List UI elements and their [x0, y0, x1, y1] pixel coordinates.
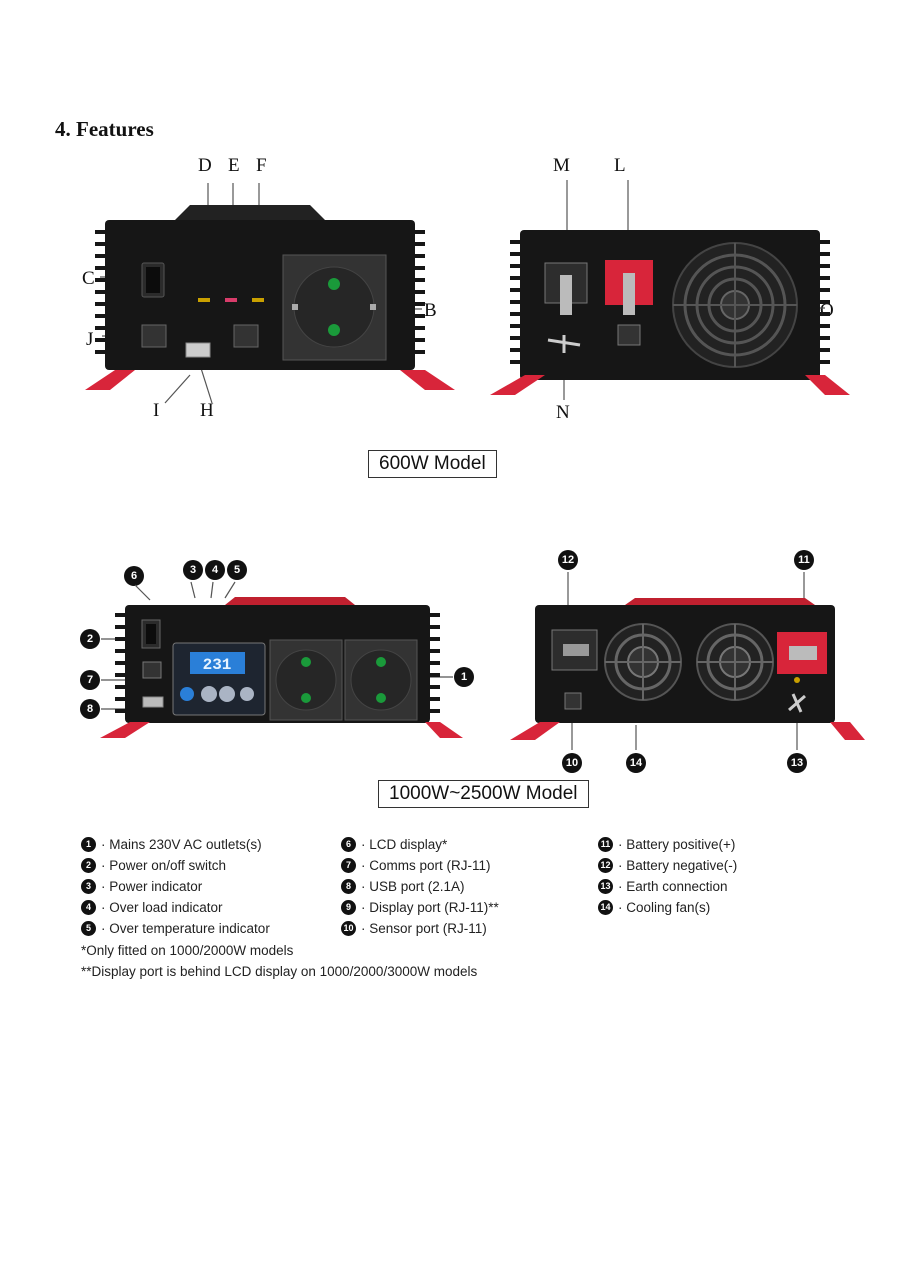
legend-item: 13· Earth connection — [598, 876, 737, 897]
label-d: D — [198, 155, 213, 176]
legend-item: 6· LCD display* — [341, 834, 499, 855]
label-j: J — [86, 329, 95, 350]
label-c: C — [82, 268, 96, 289]
caption-600w-model: 600W Model — [368, 450, 497, 478]
legend-column-3: 11· Battery positive(+) 12· Battery nega… — [598, 834, 737, 918]
label-m: M — [553, 155, 571, 176]
label-l: L — [614, 155, 627, 176]
legend-item: 9· Display port (RJ-11)** — [341, 897, 499, 918]
legend-item: 3· Power indicator — [81, 876, 270, 897]
callout-10: 10 — [562, 753, 582, 773]
legend-item: 7· Comms port (RJ-11) — [341, 855, 499, 876]
callout-5: 5 — [227, 560, 247, 580]
callout-11: 11 — [794, 550, 814, 570]
legend-column-1: 1· Mains 230V AC outlets(s) 2· Power on/… — [81, 834, 270, 939]
inverter-big-front-image: 231 — [100, 581, 463, 738]
inverter-600w-back-image — [490, 180, 850, 400]
label-h: H — [200, 400, 215, 421]
callout-13: 13 — [787, 753, 807, 773]
label-f: F — [256, 155, 268, 176]
legend-item: 8· USB port (2.1A) — [341, 876, 499, 897]
callout-1: 1 — [454, 667, 474, 687]
legend-item: 5· Over temperature indicator — [81, 918, 270, 939]
inverter-600w-front-image — [85, 183, 455, 404]
legend-column-2: 6· LCD display* 7· Comms port (RJ-11) 8·… — [341, 834, 499, 939]
callout-12: 12 — [558, 550, 578, 570]
footnote-double-asterisk: **Display port is behind LCD display on … — [81, 964, 478, 979]
section-heading: 4. Features — [55, 117, 154, 141]
legend-item: 1· Mains 230V AC outlets(s) — [81, 834, 270, 855]
label-b: B — [424, 300, 438, 321]
callout-3: 3 — [183, 560, 203, 580]
caption-big-model: 1000W~2500W Model — [378, 780, 589, 808]
callout-8: 8 — [80, 699, 100, 719]
callout-6: 6 — [124, 566, 144, 586]
label-n: N — [556, 402, 571, 423]
legend-item: 11· Battery positive(+) — [598, 834, 737, 855]
legend-item: 10· Sensor port (RJ-11) — [341, 918, 499, 939]
label-i: I — [153, 400, 161, 421]
lcd-readout: 231 — [203, 656, 232, 674]
label-e: E — [228, 155, 241, 176]
callout-2: 2 — [80, 629, 100, 649]
legend-item: 4· Over load indicator — [81, 897, 270, 918]
legend-item: 2· Power on/off switch — [81, 855, 270, 876]
footnote-single-asterisk: *Only fitted on 1000/2000W models — [81, 943, 294, 958]
callout-14: 14 — [626, 753, 646, 773]
legend-item: 12· Battery negative(-) — [598, 855, 737, 876]
legend-item: 14· Cooling fan(s) — [598, 897, 737, 918]
callout-4: 4 — [205, 560, 225, 580]
inverter-big-back-image — [510, 572, 865, 750]
callout-7: 7 — [80, 670, 100, 690]
